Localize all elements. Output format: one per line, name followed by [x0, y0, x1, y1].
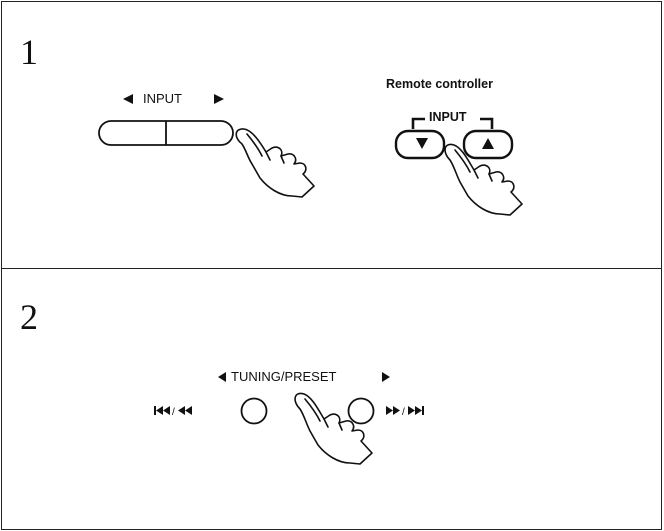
- skip-back-rewind-icon: /: [154, 406, 192, 418]
- left-triangle-icon: [123, 94, 133, 104]
- svg-text:/: /: [402, 407, 405, 418]
- remote-input-label: INPUT: [429, 110, 467, 124]
- unit-input-button[interactable]: [98, 120, 234, 146]
- step-2-number: 2: [20, 297, 38, 337]
- right-triangle-icon: [382, 372, 390, 382]
- fast-forward-skip-icon: /: [386, 406, 424, 418]
- svg-text:/: /: [172, 407, 175, 418]
- tuning-up-button[interactable]: [347, 397, 375, 425]
- remote-input-up-button[interactable]: [462, 129, 514, 160]
- pressing-hand-icon: [444, 143, 523, 216]
- remote-input-down-button[interactable]: [394, 129, 446, 160]
- pressing-hand-icon: [294, 392, 373, 465]
- left-triangle-icon: [218, 372, 226, 382]
- pressing-hand-icon: [235, 128, 315, 198]
- tuning-preset-label: TUNING/PRESET: [231, 369, 337, 384]
- step-1-number: 1: [20, 32, 38, 72]
- remote-controller-title: Remote controller: [386, 77, 493, 91]
- step-1-panel: 1: [1, 1, 662, 269]
- step-2-panel: 2 / /: [1, 268, 662, 530]
- right-triangle-icon: [214, 94, 224, 104]
- unit-input-label: INPUT: [143, 91, 182, 106]
- remote-input-bracket: [411, 117, 494, 129]
- step-1-illustration: [98, 94, 523, 216]
- step-2-illustration: / /: [154, 372, 424, 465]
- tuning-down-button[interactable]: [240, 397, 268, 425]
